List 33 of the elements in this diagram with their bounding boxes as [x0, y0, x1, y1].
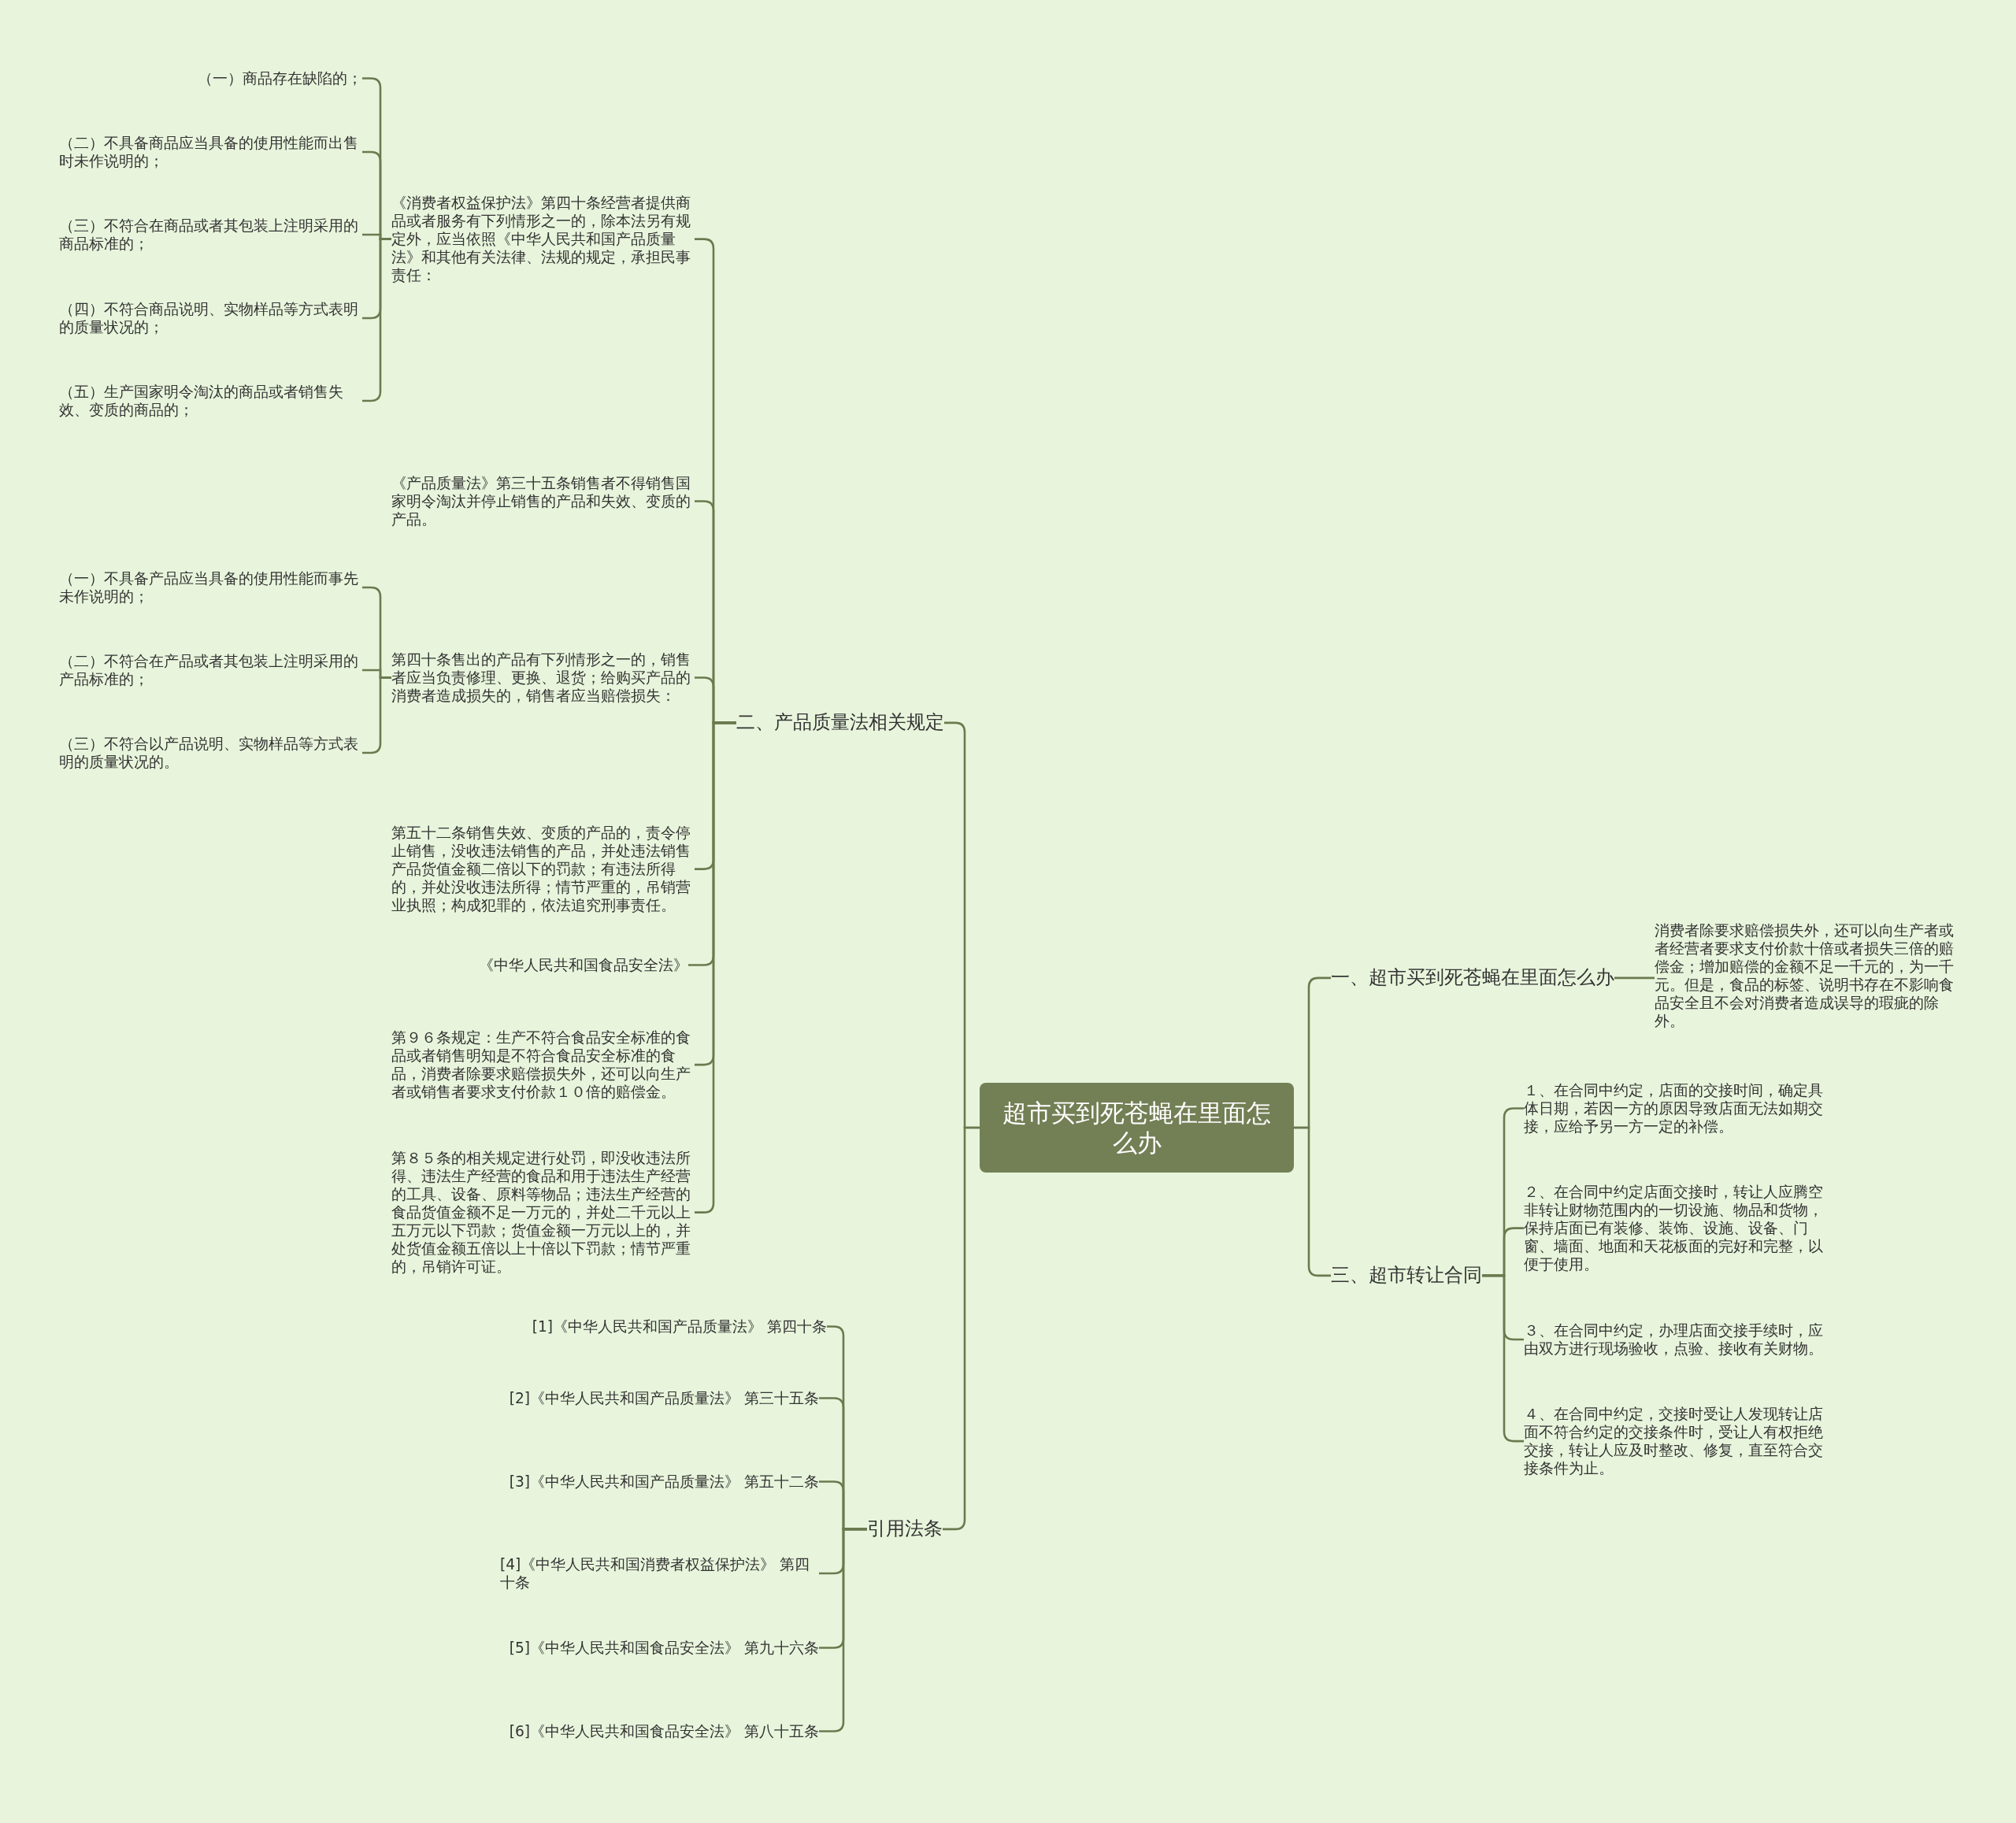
- topic-text: 消费者除要求赔偿损失外，还可以向生产者或者经营者要求支付价款十倍或者损失三倍的赔偿金；增加赔偿的金额不足一千元的，为一千元。但是，食品的标签、说明书存在不影响食品安全且不会对消费者造成误导的瑕疵的除外。: [1655, 921, 1966, 1031]
- topic-text: [3]《中华人民共和国产品质量法》 第五十二条: [509, 1473, 819, 1491]
- topic-text: 《产品质量法》第三十五条销售者不得销售国家明令淘汰并停止销售的产品和失效、变质的产品。: [391, 474, 695, 529]
- topic-text: [2]《中华人民共和国产品质量法》 第三十五条: [509, 1389, 819, 1408]
- topic-text: 第四十条售出的产品有下列情形之一的，销售者应当负责修理、更换、退货；给购买产品的消费者造成损失的，销售者应当赔偿损失：: [391, 650, 695, 706]
- topic-text: 第五十二条销售失效、变质的产品的，责令停止销售，没收违法销售的产品，并处违法销售产品货值金额二倍以下的罚款；有违法所得的，并处没收违法所得；情节严重的，吊销营业执照；构成犯罪的，依法追究刑事责任。: [391, 824, 695, 915]
- topic-text: 《中华人民共和国食品安全法》: [479, 956, 688, 975]
- topic-text: （三）不符合以产品说明、实物样品等方式表明的质量状况的。: [59, 735, 362, 772]
- topic-text: （四）不符合商品说明、实物样品等方式表明的质量状况的；: [59, 300, 362, 337]
- topic-text: ２、在合同中约定店面交接时，转让人应腾空非转让财物范围内的一切设施、物品和货物，保持店面已有装修、装饰、设施、设备、门窗、墙面、地面和天花板面的完好和完整，以便于使用。: [1524, 1183, 1827, 1274]
- topic-text: [4]《中华人民共和国消费者权益保护法》 第四十条: [500, 1555, 819, 1592]
- branch-topic: 一、超市买到死苍蝇在里面怎么办: [1331, 966, 1614, 990]
- topic-text: 第９６条规定：生产不符合食品安全标准的食品或者销售明知是不符合食品安全标准的食品，消费者除要求赔偿损失外，还可以向生产者或销售者要求支付价款１０倍的赔偿金。: [391, 1028, 695, 1102]
- topic-text: ３、在合同中约定，办理店面交接手续时，应由双方进行现场验收，点验、接收有关财物。: [1524, 1321, 1827, 1358]
- topic-text: [1]《中华人民共和国产品质量法》 第四十条: [532, 1317, 827, 1336]
- topic-text: （一）不具备产品应当具备的使用性能而事先未作说明的；: [59, 569, 362, 606]
- branch-topic: 三、超市转让合同: [1331, 1264, 1482, 1288]
- connector-line: [695, 721, 736, 1213]
- topic-text: （五）生产国家明令淘汰的商品或者销售失效、变质的商品的；: [59, 383, 362, 420]
- topic-text: （三）不符合在商品或者其包装上注明采用的商品标准的；: [59, 217, 362, 254]
- topic-text: 《消费者权益保护法》第四十条经营者提供商品或者服务有下列情形之一的，除本法另有规定外，应当依照《中华人民共和国产品质量法》和其他有关法律、法规的规定，承担民事责任：: [391, 194, 695, 285]
- branch-topic: 二、产品质量法相关规定: [736, 711, 944, 735]
- topic-text: １、在合同中约定，店面的交接时间，确定具体日期，若因一方的原因导致店面无法如期交接，应给予另一方一定的补偿。: [1524, 1081, 1827, 1136]
- central-topic-box: 超市买到死苍蝇在里面怎么办: [980, 1083, 1294, 1173]
- topic-text: （二）不具备商品应当具备的使用性能而出售时未作说明的；: [59, 134, 362, 171]
- topic-text: [6]《中华人民共和国食品安全法》 第八十五条: [509, 1722, 819, 1741]
- topic-text: [5]《中华人民共和国食品安全法》 第九十六条: [509, 1639, 819, 1658]
- topic-text: ４、在合同中约定，交接时受让人发现转让店面不符合约定的交接条件时，受让人有权拒绝交接，转让人应及时整改、修复，直至符合交接条件为止。: [1524, 1405, 1827, 1478]
- topic-text: （一）商品存在缺陷的；: [198, 69, 362, 88]
- topic-text: （二）不符合在产品或者其包装上注明采用的产品标准的；: [59, 652, 362, 689]
- connector-line: [1614, 976, 1655, 980]
- topic-text: 第８５条的相关规定进行处罚，即没收违法所得、违法生产经营的食品和用于违法生产经营的工具、设备、原料等物品；违法生产经营的食品货值金额不足一万元的，并处二千元以上五万元以下罚款；货值金额一万元以上的，并处货值金额五倍以上十倍以下罚款；情节严重的，吊销许可证。: [391, 1149, 695, 1276]
- branch-topic: 引用法条: [867, 1517, 943, 1541]
